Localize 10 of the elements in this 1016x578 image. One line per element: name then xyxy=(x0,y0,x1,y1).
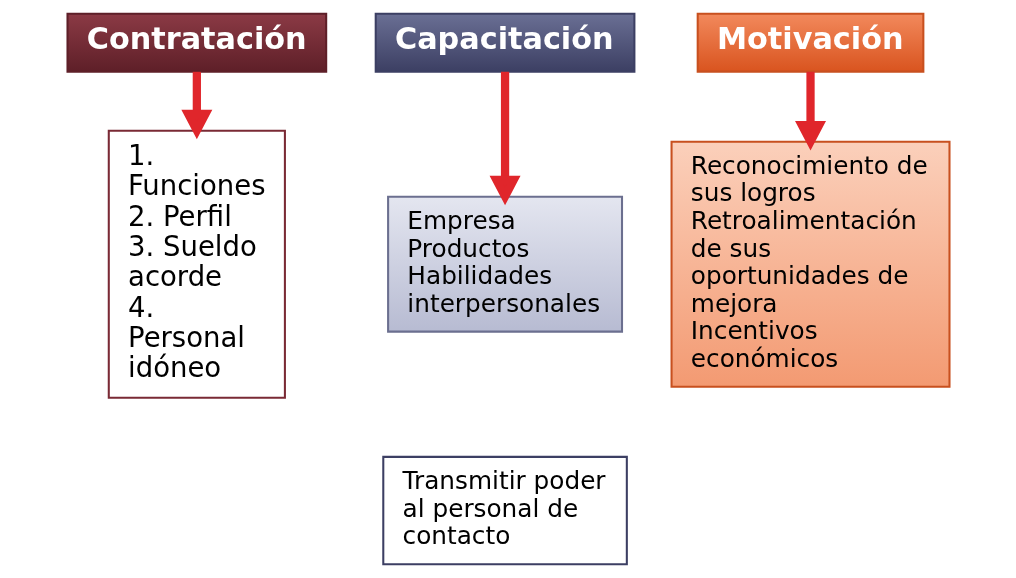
node-box: Reconocimiento de sus logros Retroalimentación de sus oportunidades de mejora Incentivos económicos xyxy=(670,140,951,388)
arrow xyxy=(489,71,521,206)
node-box: Transmitir poder al personal de contacto xyxy=(381,455,628,566)
arrow xyxy=(794,71,826,151)
node-box: Empresa Productos Habilidades interpersonales xyxy=(386,195,623,333)
node-box: 1. Funciones 2. Perfil 3. Sueldo acorde 4. Personal idóneo xyxy=(107,129,286,399)
node-box: Motivación xyxy=(696,12,924,73)
node-box: Capacitación xyxy=(374,12,635,73)
arrow xyxy=(180,71,212,140)
node-box: Contratación xyxy=(65,12,327,73)
